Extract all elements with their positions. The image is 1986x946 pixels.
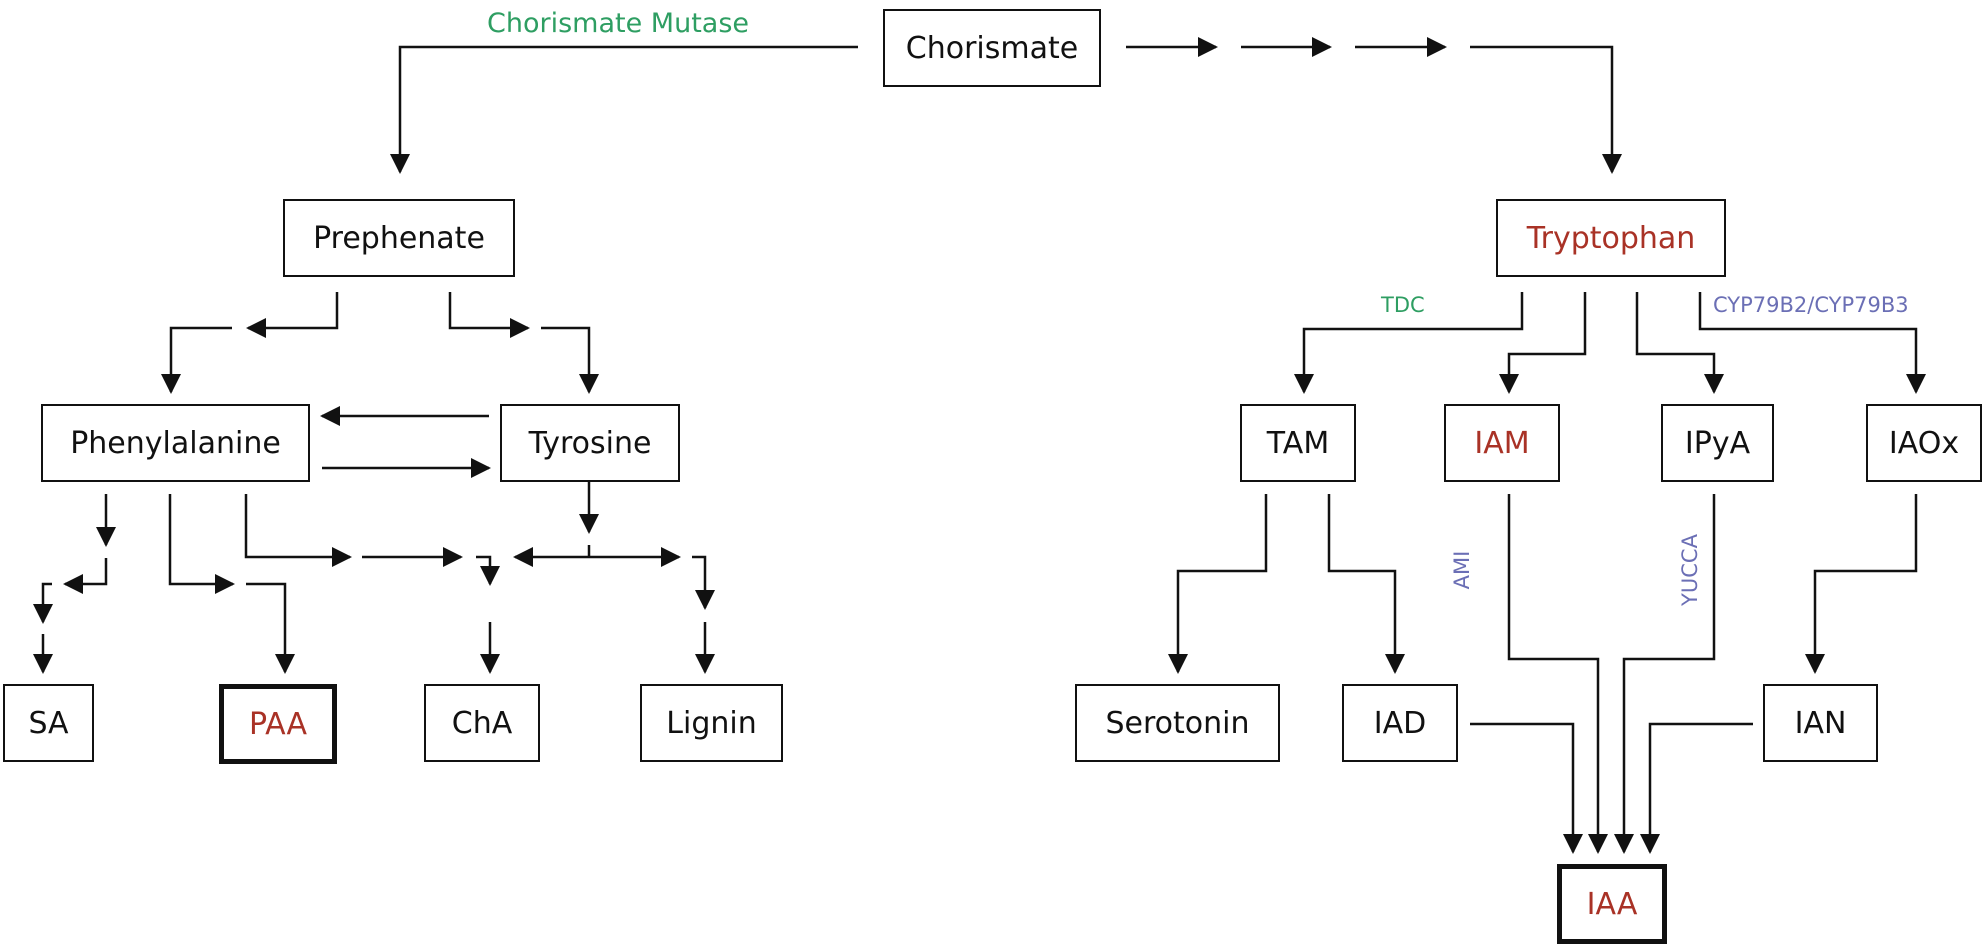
node-iaa: IAA bbox=[1557, 864, 1667, 944]
arrow-prephenate-step bbox=[246, 292, 339, 338]
arrow-tryptophan-to-ipya bbox=[1635, 292, 1724, 394]
arrow-tam-to-serotonin bbox=[1168, 494, 1268, 674]
node-sa: SA bbox=[3, 684, 94, 762]
enzyme-label-cyp79b2-cyp79b3: CYP79B2/CYP79B3 bbox=[1713, 293, 1909, 317]
node-tyrosine: Tyrosine bbox=[500, 404, 680, 482]
node-iam: IAM bbox=[1444, 404, 1560, 482]
arrow-prephenate-step-tyr bbox=[448, 292, 530, 338]
node-tryptophan: Tryptophan bbox=[1496, 199, 1726, 277]
node-chorismate: Chorismate bbox=[883, 9, 1101, 87]
arrow-iam-to-iaa bbox=[1507, 494, 1608, 854]
arrow-phe-sa-step-2 bbox=[63, 558, 108, 594]
arrow-phe-cha-step-1 bbox=[244, 494, 352, 567]
node-tam: TAM bbox=[1240, 404, 1356, 482]
node-phenylalanine: Phenylalanine bbox=[41, 404, 310, 482]
node-paa: PAA bbox=[219, 684, 337, 764]
arrow-phe-paa-step bbox=[168, 494, 235, 594]
node-prephenate: Prephenate bbox=[283, 199, 515, 277]
arrow-iaox-to-ian bbox=[1805, 494, 1918, 674]
enzyme-label-ami: AMI bbox=[1450, 550, 1474, 590]
arrow-to-paa bbox=[246, 582, 295, 674]
arrow-lignin-step bbox=[692, 555, 715, 610]
arrow-ipya-to-iaa bbox=[1614, 494, 1716, 854]
node-lignin: Lignin bbox=[640, 684, 783, 762]
enzyme-label-yucca: YUCCA bbox=[1678, 534, 1702, 606]
arrow-tryptophan-to-tam bbox=[1294, 292, 1524, 394]
arrow-tryptophan-to-iaox bbox=[1698, 292, 1926, 394]
arrow-tryptophan-to-iam bbox=[1499, 292, 1587, 394]
arrow-iad-to-iaa bbox=[1470, 722, 1583, 854]
arrow-cha-step bbox=[476, 555, 500, 586]
node-iad: IAD bbox=[1342, 684, 1458, 762]
enzyme-label-tdc: TDC bbox=[1381, 293, 1425, 317]
arrow-phe-sa-step-3 bbox=[33, 582, 53, 624]
arrow-ian-to-iaa bbox=[1640, 722, 1753, 854]
arrow-to-tyrosine bbox=[541, 326, 599, 394]
node-ian: IAN bbox=[1763, 684, 1878, 762]
arrow-chorismate-to-prephenate bbox=[390, 45, 858, 174]
node-iaox: IAOx bbox=[1866, 404, 1982, 482]
arrow-to-phenylalanine bbox=[161, 326, 232, 394]
node-ipya: IPyA bbox=[1661, 404, 1774, 482]
arrow-chorismate-to-tryptophan bbox=[1470, 45, 1622, 174]
enzyme-label-chorismate-mutase: Chorismate Mutase bbox=[487, 8, 749, 39]
arrow-tam-to-iad bbox=[1327, 494, 1405, 674]
node-cha: ChA bbox=[424, 684, 540, 762]
node-serotonin: Serotonin bbox=[1075, 684, 1280, 762]
